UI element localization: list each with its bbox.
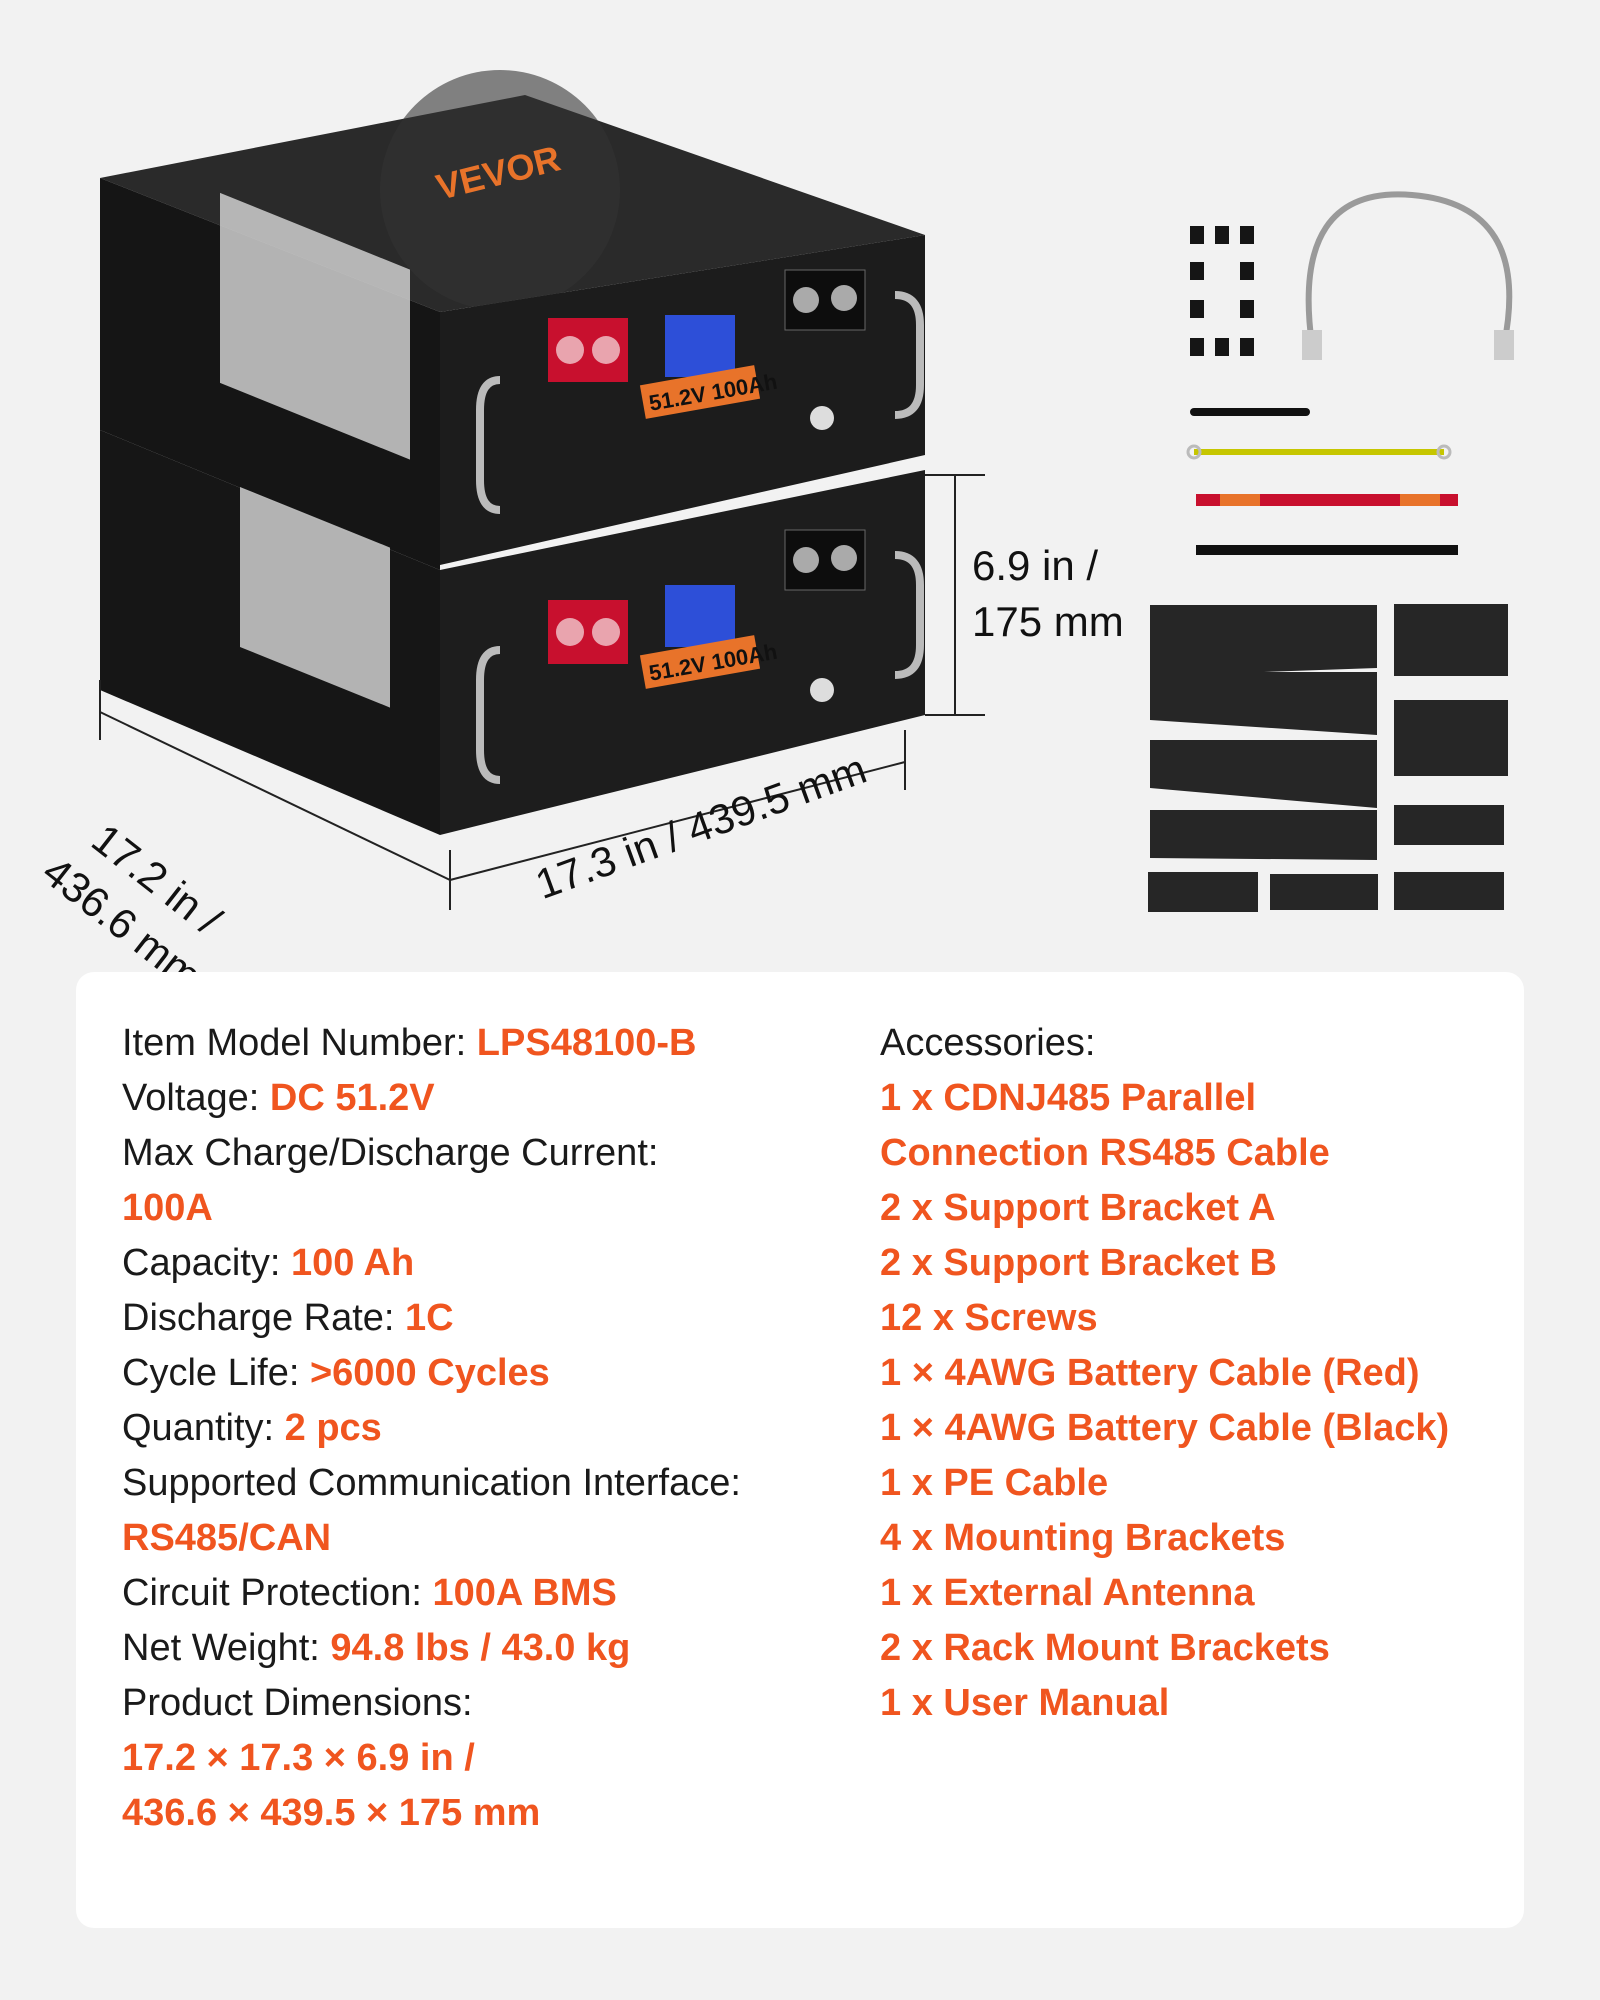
specifications-column: Item Model Number: LPS48100-B Voltage: D… [122,1016,842,1841]
spec-capacity: Capacity: 100 Ah [122,1242,415,1284]
battery-lower: 51.2V 100Ah [100,430,925,835]
product-hero: VEVOR 51.2V 100Ah [0,0,1600,999]
spec-model: Item Model Number: LPS48100-B [122,1022,697,1064]
accessory-item: 1 x User Manual [880,1682,1170,1724]
accessories-heading: Accessories: [880,1022,1096,1064]
accessory-item: 2 x Support Bracket A [880,1187,1276,1229]
spec-dimensions-value-1: 17.2 × 17.3 × 6.9 in / [122,1737,475,1779]
accessory-item: 1 x CDNJ485 Parallel [880,1077,1257,1119]
accessory-item: Connection RS485 Cable [880,1132,1330,1174]
dimension-height-label: 6.9 in / 175 mm [972,538,1124,650]
spec-interface-value: RS485/CAN [122,1517,332,1559]
spec-weight: Net Weight: 94.8 lbs / 43.0 kg [122,1627,631,1669]
spec-protection: Circuit Protection: 100A BMS [122,1572,617,1614]
spec-cycle-life: Cycle Life: >6000 Cycles [122,1352,550,1394]
accessory-item: 2 x Support Bracket B [880,1242,1277,1284]
spec-interface-label: Supported Communication Interface: [122,1462,741,1504]
spec-current-label: Max Charge/Discharge Current: [122,1132,659,1174]
dimension-height-mm: 175 mm [972,598,1124,645]
battery-upper: VEVOR 51.2V 100Ah [100,70,925,570]
dimension-height-in: 6.9 in / [972,542,1099,589]
battery-stack-illustration: VEVOR 51.2V 100Ah [99,70,1514,912]
antenna-icon [1190,408,1310,416]
accessory-item: 1 x External Antenna [880,1572,1255,1614]
spec-discharge-rate: Discharge Rate: 1C [122,1297,454,1339]
spec-current-value: 100A [122,1187,213,1229]
spec-dimensions-label: Product Dimensions: [122,1682,473,1724]
brackets-icon [1148,604,1508,912]
accessory-item: 1 × 4AWG Battery Cable (Black) [880,1407,1450,1449]
spec-dimensions-value-2: 436.6 × 439.5 × 175 mm [122,1792,541,1834]
rs485-cable-icon [1305,191,1513,346]
accessory-item: 2 x Rack Mount Brackets [880,1627,1330,1669]
accessory-item: 1 × 4AWG Battery Cable (Red) [880,1352,1420,1394]
spec-quantity: Quantity: 2 pcs [122,1407,382,1449]
spec-card: Item Model Number: LPS48100-B Voltage: D… [76,972,1524,1928]
accessories-column: Accessories: 1 x CDNJ485 Parallel Connec… [880,1016,1500,1731]
dimension-lines [99,474,985,910]
lcd-screen [665,585,735,647]
accessory-item: 1 x PE Cable [880,1462,1109,1504]
accessory-item: 4 x Mounting Brackets [880,1517,1286,1559]
screws-icon [1190,226,1254,356]
spec-voltage: Voltage: DC 51.2V [122,1077,435,1119]
accessory-item: 12 x Screws [880,1297,1098,1339]
accessories-illustration [1148,191,1514,912]
lcd-screen [665,315,735,377]
